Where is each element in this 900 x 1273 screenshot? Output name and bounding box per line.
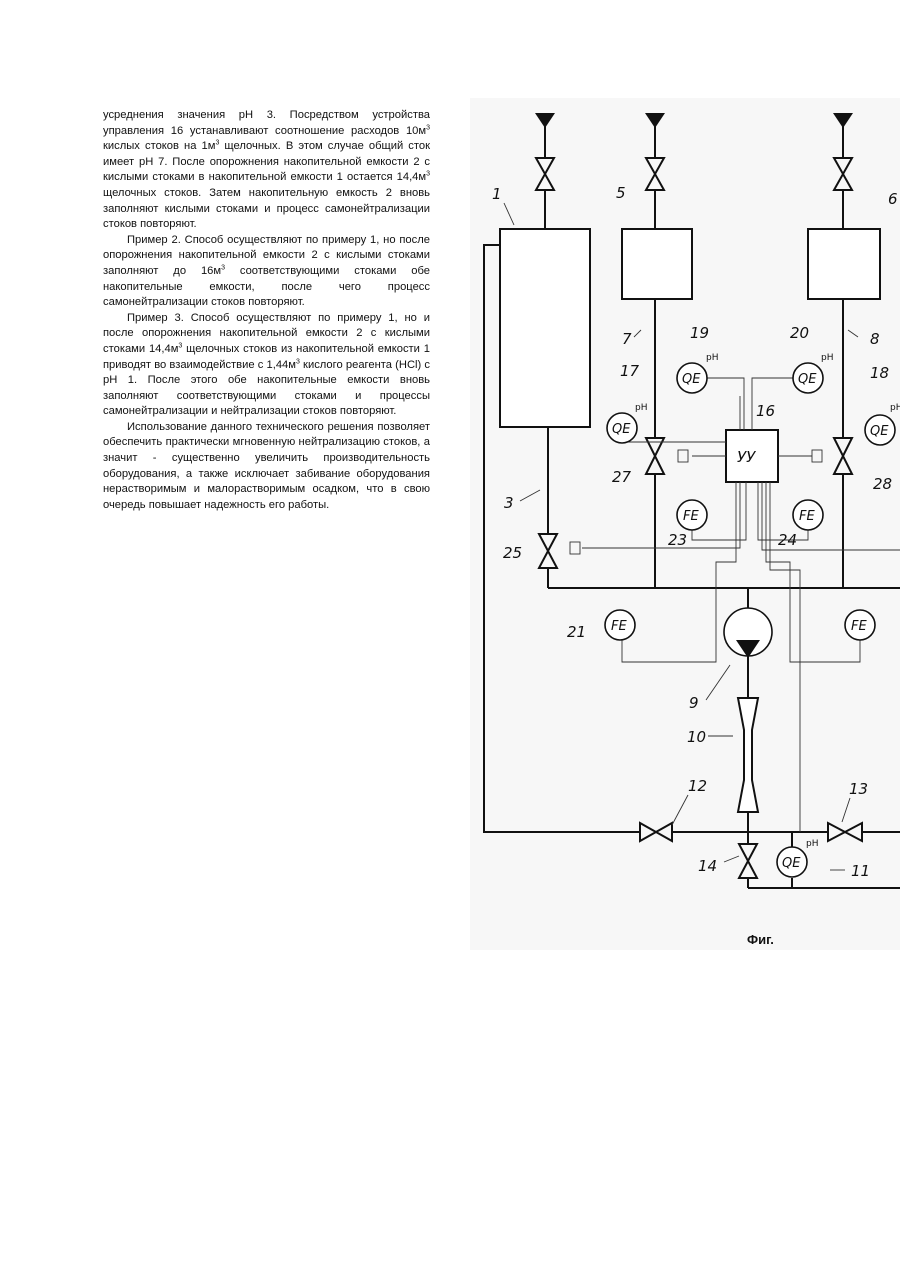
ref-16: 16 [756,402,775,420]
paragraph-3: Пример 3. Способ осуществляют по примеру… [103,311,430,420]
fe-label: FE [683,509,699,524]
ref-9: 9 [689,694,699,712]
qe-label: QE [682,372,701,387]
ref-7: 7 [622,330,632,348]
inlet-arrow-icon [833,113,853,128]
ph-label: pH [806,839,818,849]
inlet-arrow-icon [645,113,665,128]
storage-tank-1 [500,229,590,427]
qe-label: QE [782,856,801,871]
valve-27-icon [646,438,664,474]
ref-14: 14 [698,857,717,875]
fe-label: FE [851,619,867,634]
ref-5: 5 [616,184,626,202]
superscript: 3 [426,124,430,131]
ref-1: 1 [492,185,502,203]
text-column: усреднения значения рН 3. Посредством ус… [103,108,430,513]
valve-icon [646,158,664,190]
ref-17: 17 [620,362,640,380]
qe-label: QE [798,372,817,387]
paragraph-1: усреднения значения рН 3. Посредством ус… [103,108,430,233]
valve-28-icon [834,438,852,474]
qe-label: QE [870,424,889,439]
ref-10: 10 [687,728,706,746]
ref-23: 23 [668,531,687,549]
ref-18: 18 [870,364,889,382]
ref-20: 20 [790,324,809,342]
ref-3: 3 [504,494,514,512]
valve-25-icon [539,534,557,568]
ref-21: 21 [567,623,586,641]
text-run: щелочных стоков. Затем накопительную емк… [103,187,430,230]
ref-8: 8 [870,330,880,348]
tank-5 [622,229,692,299]
ref-12: 12 [688,777,707,795]
figure-panel: УУ QE pH QE pH QE pH QE pH FE FE FE FE Q… [470,98,900,950]
qe-label: QE [612,422,631,437]
tank-6 [808,229,880,299]
control-unit-label: УУ [737,448,756,466]
valve-14-icon [739,844,757,878]
ref-13: 13 [849,780,868,798]
text-run: кислых стоков на 1м [103,140,215,152]
ref-28: 28 [873,475,892,493]
text-run: усреднения значения рН 3. Посредством ус… [103,109,430,137]
ref-6: 6 [888,190,898,208]
paragraph-2: Пример 2. Способ осуществляют по примеру… [103,233,430,311]
ref-19: 19 [690,324,709,342]
ref-25: 25 [503,544,522,562]
ph-label: pH [635,403,647,413]
ph-label: pH [706,353,718,363]
ph-label: pH [821,353,833,363]
ref-27: 27 [612,468,632,486]
valve-13-icon [828,823,862,841]
inlet-arrow-icon [535,113,555,128]
superscript: 3 [426,171,430,178]
ref-24: 24 [778,531,797,549]
ref-11: 11 [851,862,870,880]
valve-icon [536,158,554,190]
fe-label: FE [611,619,627,634]
valve-12-icon [640,823,672,841]
fe-label: FE [799,509,815,524]
figure-caption: Фиг. [747,932,774,947]
ph-label: pH [890,403,900,413]
valve-icon [834,158,852,190]
process-diagram: УУ QE pH QE pH QE pH QE pH FE FE FE FE Q… [470,98,900,950]
paragraph-4: Использование данного технического решен… [103,420,430,514]
mixing-column-10 [738,698,758,812]
